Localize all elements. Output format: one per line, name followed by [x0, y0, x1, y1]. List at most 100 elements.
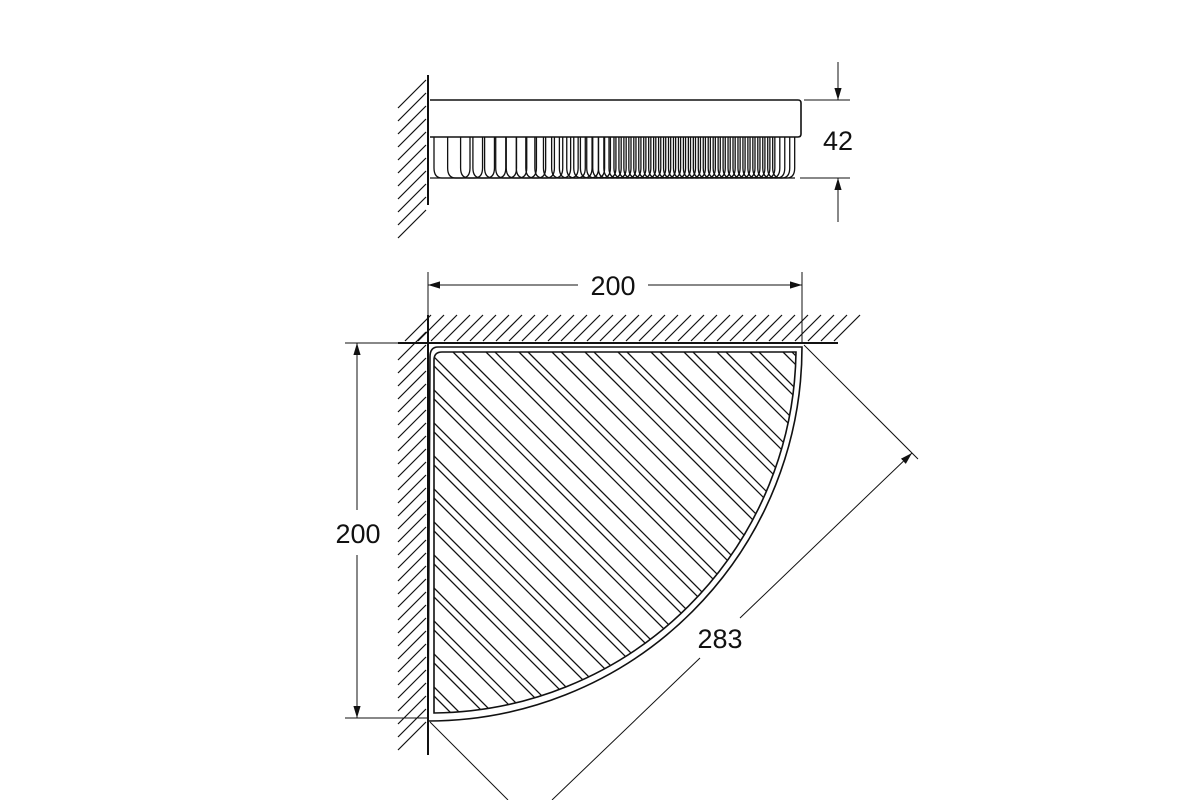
wire-loop — [618, 137, 642, 179]
wire — [725, 352, 796, 425]
hatch-line — [742, 314, 770, 342]
hatch-line — [599, 314, 627, 342]
hatch-line — [397, 422, 427, 452]
hatch-line — [397, 435, 427, 465]
hatch-line — [397, 656, 427, 686]
wire-loop — [505, 137, 538, 179]
hatch-line — [397, 643, 427, 673]
hatch-line — [397, 357, 427, 387]
wire-loop — [712, 137, 736, 179]
hatch-line — [820, 314, 848, 342]
hatch-line — [612, 314, 640, 342]
hatch-line — [703, 314, 731, 342]
hatch-line — [495, 314, 523, 342]
wire — [434, 488, 662, 713]
hatch-line — [430, 314, 458, 342]
hatch-line — [397, 144, 427, 174]
width-label: 200 — [590, 271, 635, 301]
hatch-line — [807, 314, 835, 342]
hatch-line — [397, 604, 427, 634]
hatch-line — [404, 314, 432, 342]
wire — [434, 587, 563, 713]
wire — [650, 352, 796, 500]
wire-loop — [682, 137, 707, 179]
hatch-line — [397, 344, 427, 374]
hatch-line — [397, 591, 427, 621]
wire-loop — [623, 137, 647, 179]
hatch-line — [397, 396, 427, 426]
hatch-line — [729, 314, 757, 342]
wire-basket-loops — [430, 137, 796, 179]
hatch-line — [397, 409, 427, 439]
hatch-line — [397, 157, 427, 187]
wire — [494, 352, 796, 656]
hatch-line — [794, 314, 822, 342]
hatch-line — [397, 539, 427, 569]
wire-loop — [483, 137, 518, 179]
wire — [452, 352, 796, 698]
hatch-line — [397, 92, 427, 122]
wire-loop — [732, 137, 756, 179]
hatch-line — [397, 617, 427, 647]
wire-loop — [446, 137, 484, 179]
hatch-line — [521, 314, 549, 342]
basket-rim-outer — [427, 346, 803, 722]
hatch-line — [456, 314, 484, 342]
wire-loop — [717, 137, 741, 179]
hatch-line — [397, 370, 427, 400]
basket-wire-grid — [434, 352, 796, 713]
hatch-line — [638, 314, 666, 342]
hatch-line — [397, 209, 427, 239]
hatch-line — [397, 118, 427, 148]
hatch-line — [397, 708, 427, 738]
wire-loop — [672, 137, 697, 179]
plan-view: 200 200 283 — [335, 271, 919, 800]
wire-loop — [648, 137, 672, 179]
wire — [749, 352, 796, 401]
wire-loop — [652, 137, 677, 179]
hatch-line — [397, 526, 427, 556]
wire — [434, 686, 464, 713]
wire — [617, 352, 796, 533]
wire-loop — [707, 137, 731, 179]
wire — [434, 455, 695, 713]
wire — [791, 352, 796, 359]
hatch-line — [397, 448, 427, 478]
hatch-line — [417, 314, 445, 342]
hatch-line — [397, 474, 427, 504]
wire — [593, 352, 796, 557]
wire — [716, 352, 796, 434]
wire-loop — [742, 137, 766, 179]
wire-loop — [662, 137, 687, 179]
wire — [434, 662, 488, 713]
wire — [782, 352, 796, 368]
hatch-line — [573, 314, 601, 342]
wire-loop — [697, 137, 721, 179]
hatch-line — [482, 314, 510, 342]
wire — [551, 352, 796, 599]
hatch-line — [833, 314, 861, 342]
wire-loop — [747, 137, 771, 179]
wire — [485, 352, 796, 665]
wire-loop — [643, 137, 667, 179]
wire — [659, 352, 796, 491]
wire-loop — [534, 137, 564, 179]
height-dimension: 42 — [800, 62, 853, 222]
wire — [518, 352, 796, 632]
hatch-line — [397, 513, 427, 543]
hatch-line — [690, 314, 718, 342]
wire-loop — [633, 137, 657, 179]
wire-loop — [472, 137, 507, 179]
hatch-line — [397, 131, 427, 161]
side-wall-hatching — [397, 79, 427, 239]
wire — [434, 422, 728, 713]
wire-loop — [667, 137, 692, 179]
depth-label: 200 — [335, 519, 380, 549]
wire-loop — [433, 137, 471, 179]
hatch-line — [677, 314, 705, 342]
wire — [434, 629, 521, 713]
wire — [434, 356, 794, 713]
wire — [434, 563, 587, 713]
wire-loop — [757, 137, 781, 179]
